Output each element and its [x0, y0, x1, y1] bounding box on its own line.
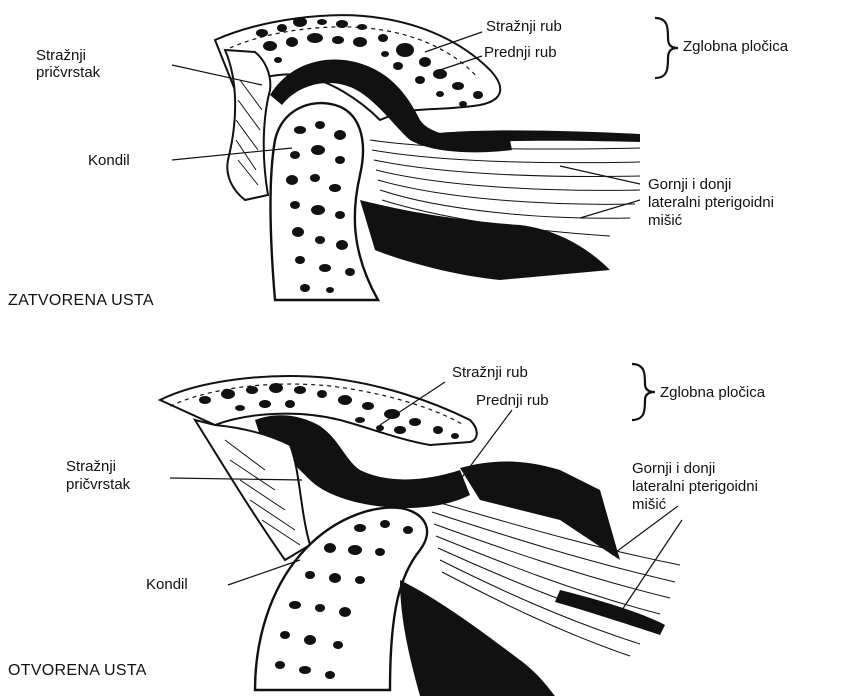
bottom-label-condyle: Kondil [146, 576, 188, 594]
bottom-label-posterior-attachment-1: Stražnji [66, 458, 116, 476]
bottom-label-posterior-band: Stražnji rub [452, 364, 528, 382]
closed-mouth-illustration [172, 15, 678, 300]
bottom-label-muscle-2: lateralni pterigoidni [632, 478, 758, 496]
top-label-muscle-2: lateralni pterigoidni [648, 194, 774, 212]
bottom-panel-title: OTVORENA USTA [8, 662, 147, 680]
disc-brace-open [632, 364, 655, 420]
muscle-mass-closed [360, 200, 610, 280]
open-mouth-illustration [160, 364, 682, 696]
posterior-attachment-closed [225, 50, 270, 200]
bottom-label-disc: Zglobna pločica [660, 384, 765, 402]
bottom-label-muscle-3: mišić [632, 496, 666, 514]
muscle-mass-open [400, 580, 555, 696]
top-label-anterior-band: Prednji rub [484, 44, 557, 62]
top-label-posterior-band: Stražnji rub [486, 18, 562, 36]
bottom-label-muscle-1: Gornji i donji [632, 460, 715, 478]
bottom-label-anterior-band: Prednji rub [476, 392, 549, 410]
disc-brace-closed [655, 18, 678, 78]
top-label-disc: Zglobna pločica [683, 38, 788, 56]
top-panel-title: ZATVORENA USTA [8, 292, 154, 310]
top-label-muscle-3: mišić [648, 212, 682, 230]
top-label-posterior-attachment-2: pričvrstak [36, 64, 100, 82]
top-label-condyle: Kondil [88, 152, 130, 170]
top-label-muscle-1: Gornji i donji [648, 176, 731, 194]
bottom-label-posterior-attachment-2: pričvrstak [66, 476, 130, 494]
top-label-posterior-attachment-1: Stražnji [36, 47, 86, 65]
